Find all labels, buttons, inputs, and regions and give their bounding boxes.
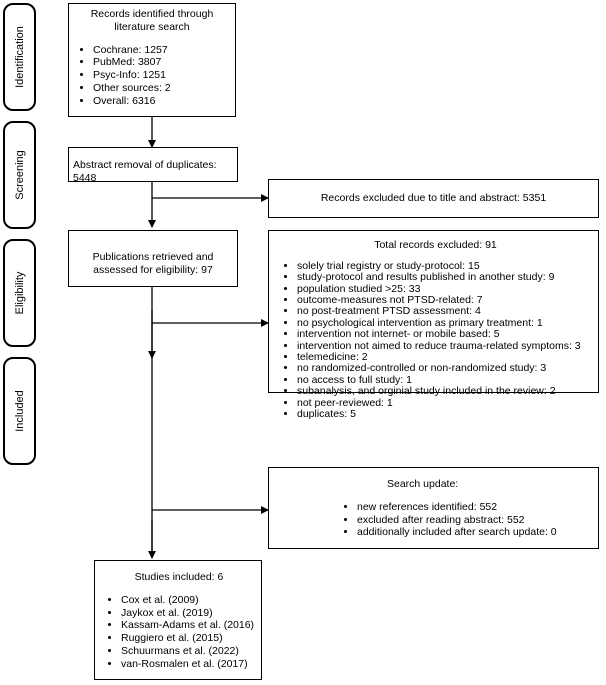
eligibility-box: Publications retrieved and assessed for … (68, 230, 238, 287)
included-list-item: Cox et al. (2009) (121, 594, 255, 607)
search-update-list: new references identified: 552excluded a… (339, 501, 592, 539)
excluded-total-list-item: no access to full study: 1 (297, 374, 592, 386)
excluded-total-list-item: no randomized-controlled or non-randomiz… (297, 363, 592, 375)
excluded-total-list-item: no post-treatment PTSD assessment: 4 (297, 306, 592, 318)
included-box: Studies included: 6 Cox et al. (2009)Jay… (94, 560, 262, 680)
screening-box: Abstract removal of duplicates: 5448 (68, 147, 238, 184)
excluded-total-list-item: intervention not internet- or mobile bas… (297, 328, 592, 340)
identification-list: Cochrane: 1257PubMed: 3807Psyc-Info: 125… (75, 44, 229, 108)
excluded-total-list-item: intervention not aimed to reduce trauma-… (297, 340, 592, 352)
included-title: Studies included: 6 (134, 571, 224, 583)
search-update-list-item: new references identified: 552 (357, 501, 592, 514)
identification-list-item: Other sources: 2 (93, 82, 229, 95)
excluded-total-box: Total records excluded: 91 solely trial … (268, 230, 599, 420)
excluded-total-list: solely trial registry or study-protocol:… (279, 260, 592, 421)
included-list: Cox et al. (2009)Jaykox et al. (2019)Kas… (103, 594, 255, 671)
excluded-total-list-item: no psychological intervention as primary… (297, 317, 592, 329)
excluded-total-list-item: population studied >25: 33 (297, 283, 592, 295)
included-list-item: Jaykox et al. (2019) (121, 607, 255, 620)
phase-identification: Identification (3, 3, 36, 111)
screening-title: Abstract removal of duplicates: 5448 (73, 159, 217, 184)
phase-included: Included (3, 357, 36, 465)
identification-list-item: Psyc-Info: 1251 (93, 69, 229, 82)
included-list-item: Ruggiero et al. (2015) (121, 632, 255, 645)
excluded-title-text: Records excluded due to title and abstra… (320, 192, 547, 204)
identification-list-item: PubMed: 3807 (93, 56, 229, 69)
search-update-list-item: additionally included after search updat… (357, 526, 592, 539)
excluded-total-list-item: outcome-measures not PTSD-related: 7 (297, 294, 592, 306)
excluded-total-list-item: solely trial registry or study-protocol:… (297, 260, 592, 272)
included-list-item: Schuurmans et al. (2022) (121, 645, 255, 658)
phase-screening: Screening (3, 121, 36, 229)
identification-list-item: Overall: 6316 (93, 95, 229, 108)
included-list-item: Kassam-Adams et al. (2016) (121, 619, 255, 632)
excluded-title-box: Records excluded due to title and abstra… (268, 179, 599, 218)
excluded-total-list-item: duplicates: 5 (297, 408, 592, 420)
search-update-title: Search update: (387, 478, 459, 490)
excluded-total-list-item: telemedicine: 2 (297, 351, 592, 363)
excluded-total-list-item: study-protocol and results published in … (297, 271, 592, 283)
identification-title: Records identified through literature se… (90, 8, 214, 33)
identification-box: Records identified through literature se… (68, 3, 236, 117)
excluded-total-list-item: subanalysis, and orginial study included… (297, 385, 592, 397)
phase-eligibility: Eligibility (3, 239, 36, 347)
excluded-total-list-item: not peer-reviewed: 1 (297, 397, 592, 409)
search-update-box: Search update: new references identified… (268, 467, 599, 549)
search-update-list-item: excluded after reading abstract: 552 (357, 514, 592, 527)
excluded-total-title: Total records excluded: 91 (374, 239, 497, 251)
eligibility-title: Publications retrieved and assessed for … (92, 251, 214, 276)
included-list-item: van-Rosmalen et al. (2017) (121, 658, 255, 671)
identification-list-item: Cochrane: 1257 (93, 44, 229, 57)
